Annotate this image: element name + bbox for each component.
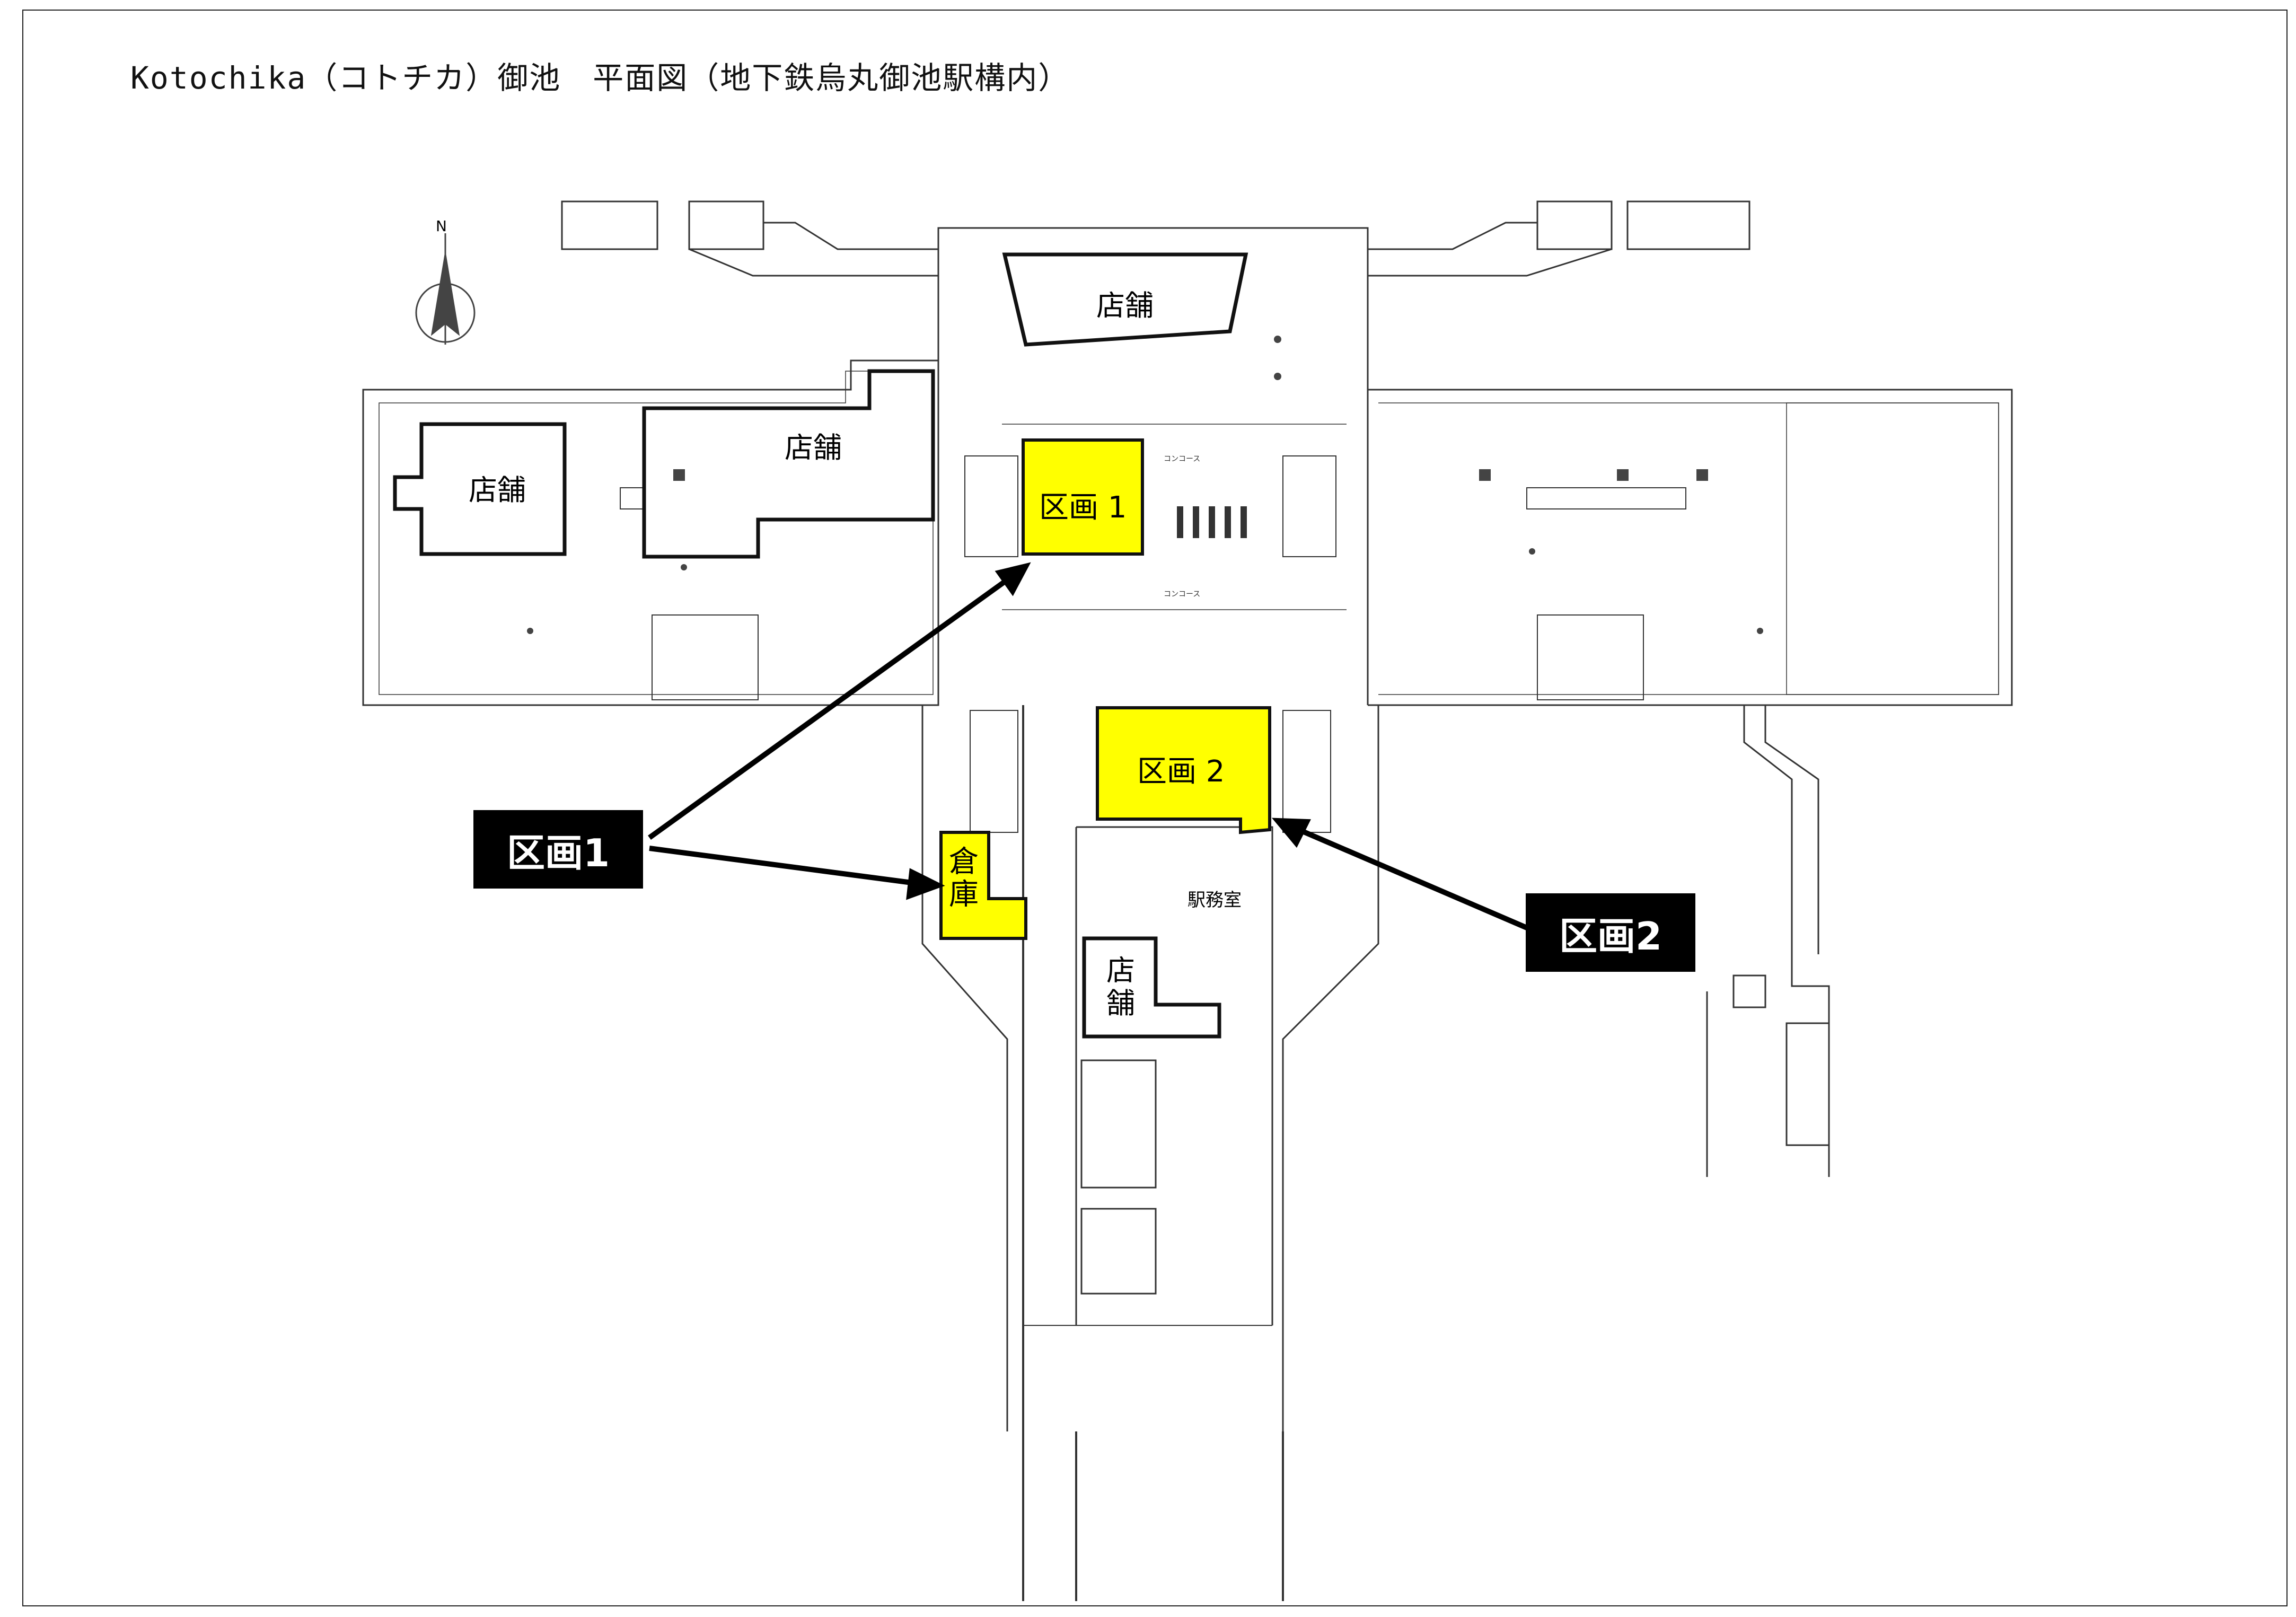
shop-top-center-label: 店舗	[1096, 289, 1154, 322]
zone1-label: 区画 1	[1039, 490, 1127, 525]
north-label: N	[436, 217, 447, 235]
shop-left-lower-label: 店舗	[469, 473, 526, 507]
north-arrow-icon	[415, 233, 476, 345]
shop-left-upper-label: 店舗	[785, 431, 842, 464]
concourse-label-2: コンコース	[1164, 590, 1201, 599]
page-title: Kotochika（コトチカ）御池 平面図（地下鉄烏丸御池駅構内）	[130, 60, 1070, 96]
zone1-area	[1022, 438, 1144, 556]
shop-left-lower-outline	[393, 422, 567, 556]
shop-left-upper-outline	[642, 369, 935, 559]
shop-center-lower-outline	[1082, 936, 1221, 1039]
zone2-area	[1096, 706, 1271, 834]
shop-top-center-outline	[1002, 252, 1248, 347]
arrow-to-zone2	[1298, 827, 1528, 930]
page-frame	[22, 10, 2288, 1606]
arrow-to-storage	[649, 846, 912, 885]
callout-zone1: 区画1	[473, 810, 643, 889]
arrow-to-zone1	[648, 575, 1011, 840]
zone2-label: 区画 2	[1137, 754, 1225, 789]
shop-center-lower-label: 店 舗	[1106, 954, 1135, 1020]
callout-zone2: 区画2	[1526, 893, 1695, 972]
concourse-label-1: コンコース	[1164, 455, 1201, 463]
station-office-label: 駅務室	[1187, 890, 1242, 911]
storage-area	[939, 831, 1027, 940]
storage-label: 倉 庫	[949, 845, 979, 912]
